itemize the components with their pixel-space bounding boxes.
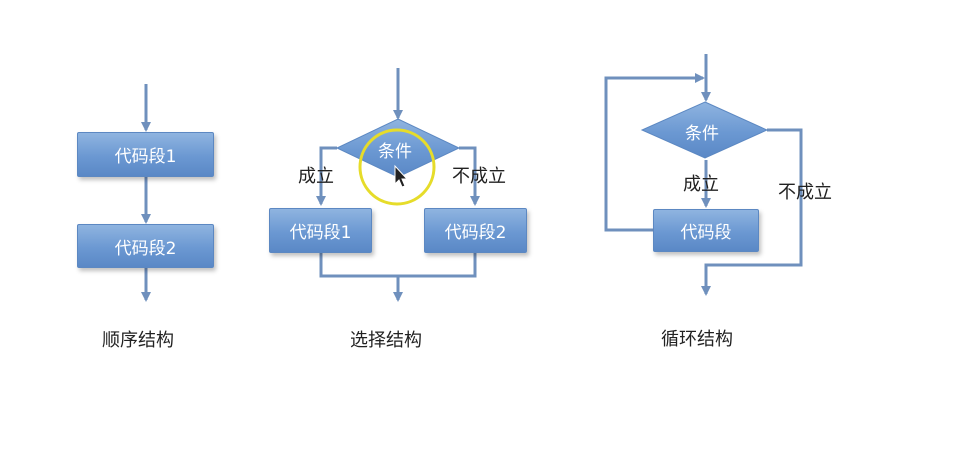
loop-connectors xyxy=(604,54,803,296)
loop-back-line xyxy=(604,73,705,232)
sel-true-branch xyxy=(316,146,337,206)
loop-code-block: 代码段 xyxy=(653,209,759,252)
sel-code-block-2-label: 代码段2 xyxy=(444,223,507,243)
sel-merge-line xyxy=(319,253,477,278)
seq-code-block-2-label: 代码段2 xyxy=(114,238,177,259)
loop-code-block-label: 代码段 xyxy=(680,223,732,243)
cursor-highlight-ring xyxy=(358,128,436,206)
sel-code-block-1: 代码段1 xyxy=(269,208,372,253)
mouse-pointer-icon xyxy=(394,164,409,188)
seq-code-block-1-label: 代码段1 xyxy=(114,147,177,167)
sel-condition-label: 条件 xyxy=(378,142,412,162)
loop-condition-diamond xyxy=(640,101,769,159)
sel-true-label: 成立 xyxy=(298,166,334,187)
seq-code-block-2: 代码段2 xyxy=(77,224,214,268)
selection-connectors xyxy=(316,68,480,302)
sel-false-branch xyxy=(459,146,480,206)
loop-true-label: 成立 xyxy=(683,174,719,195)
loop-condition-label: 条件 xyxy=(685,124,719,144)
seq-code-block-1: 代码段1 xyxy=(77,132,214,177)
seq-caption: 顺序结构 xyxy=(102,330,174,351)
loop-exit-line xyxy=(701,128,803,296)
sel-code-block-1-label: 代码段1 xyxy=(289,223,352,243)
loop-false-label: 不成立 xyxy=(778,182,832,203)
sel-false-label: 不成立 xyxy=(452,166,506,187)
loop-caption: 循环结构 xyxy=(661,329,733,350)
sel-code-block-2: 代码段2 xyxy=(424,208,527,253)
sel-caption: 选择结构 xyxy=(350,330,422,351)
